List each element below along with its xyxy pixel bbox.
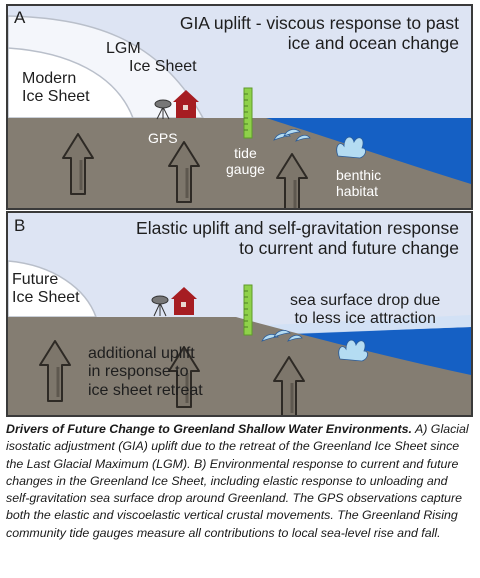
sea-drop-line2: to less ice attraction [294,310,436,328]
modern-ice-sheet-label: Modern Ice Sheet [22,70,90,107]
uplift-line2: in response to [88,363,189,381]
panel-a-letter: A [14,8,26,27]
panel-b-title: Elastic uplift and self-gravitation resp… [136,218,459,258]
modern-ice-line1: Modern [22,70,77,87]
modern-ice-line2: Ice Sheet [22,88,90,106]
coral-icon [336,136,366,159]
caption-body: A) Glacial isostatic adjustment (GIA) up… [6,422,469,540]
sea-surface-drop-label: sea surface drop due to less ice attract… [290,292,440,329]
future-line2: Ice Sheet [12,289,80,307]
panel-a-title-line2: ice and ocean change [287,33,459,54]
coral-icon [338,339,368,362]
modern-ice-sheet [8,47,135,119]
additional-uplift-label: additional uplift in response to ice she… [88,345,203,400]
benthic-habitat-label: benthic habitat [336,167,381,199]
tide-gauge-icon [243,284,253,336]
ground [8,118,471,208]
panel-b-letter: B [14,216,26,235]
panel-b-title-line1: Elastic uplift and self-gravitation resp… [136,218,459,238]
gps-station-icon [151,295,169,317]
figure-caption: Drivers of Future Change to Greenland Sh… [6,421,474,542]
house-icon [171,287,197,315]
tide-line2: gauge [226,161,265,178]
uplift-line1: additional uplift [88,345,195,362]
ground [8,317,471,415]
tide-gauge-label: tide gauge [226,145,265,177]
panel-a-title: GIA uplift - viscous response to past ic… [180,13,459,53]
uplift-line3: ice sheet retreat [88,381,203,399]
caption-title: Drivers of Future Change to Greenland Sh… [6,422,412,436]
benthic-line2: habitat [336,183,379,200]
sea-surface-original [268,315,471,335]
seaweed-icon [273,128,311,142]
panel-a-illustration [8,6,471,208]
gps-label: GPS [148,130,178,146]
tide-gauge-icon [243,87,253,139]
future-ice-sheet [8,260,98,318]
future-line1: Future [12,271,59,288]
panel-b-title-line2: to current and future change [239,238,459,259]
sea-drop-line1: sea surface drop due [290,292,441,309]
tide-line1: tide [234,145,257,161]
future-ice-sheet-label: Future Ice Sheet [12,271,80,308]
panel-a-title-line1: GIA uplift - viscous response to past [179,13,459,33]
seaweed-icon [261,329,303,342]
panel-b-illustration [8,213,471,415]
benthic-line1: benthic [336,167,382,183]
lgm-line1: LGM [106,40,141,57]
gps-station-icon [154,99,172,120]
house-icon [173,90,199,118]
lgm-ice-sheet-label: LGM Ice Sheet [106,40,197,77]
panel-b: B Elastic uplift and self-gravitation re… [6,211,473,417]
lgm-line2: Ice Sheet [129,58,197,76]
panel-a: A GIA uplift - viscous response to past … [6,4,473,210]
